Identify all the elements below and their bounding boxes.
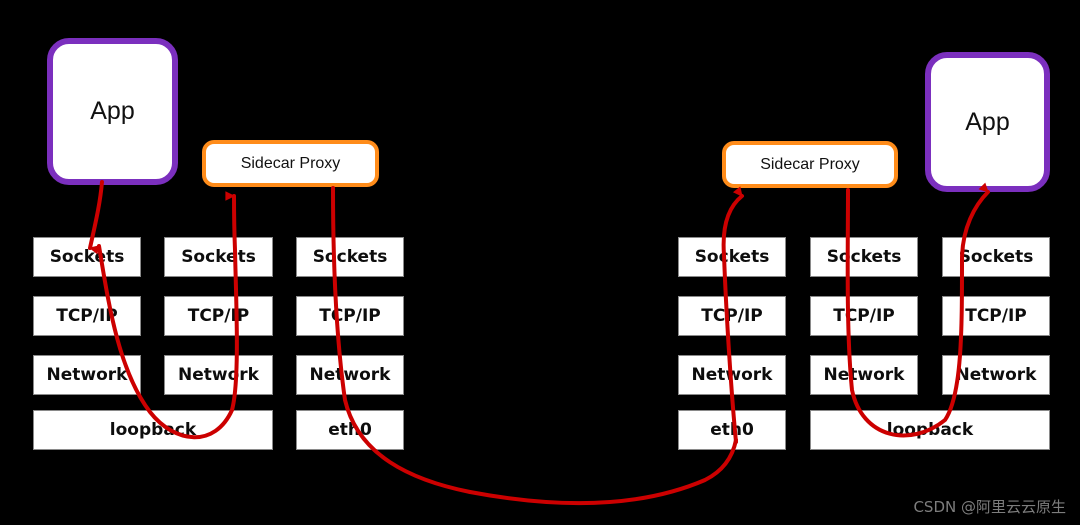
left-stack-2-tcpip: TCP/IP xyxy=(164,296,273,336)
right-stack-6-network: Network xyxy=(942,355,1050,395)
layer-label: TCP/IP xyxy=(187,306,250,326)
left-stack-3-sockets: Sockets xyxy=(296,237,404,277)
layer-label: Sockets xyxy=(958,247,1034,267)
left-stack-1-network: Network xyxy=(33,355,141,395)
right-stack-4-tcpip: TCP/IP xyxy=(678,296,786,336)
layer-label: Sockets xyxy=(49,247,125,267)
watermark-text: CSDN @阿里云云原生 xyxy=(913,498,1066,516)
left-stack-3-tcpip: TCP/IP xyxy=(296,296,404,336)
left-stack-2-network: Network xyxy=(164,355,273,395)
layer-label: Network xyxy=(46,365,128,385)
right-app-label: App xyxy=(965,107,1010,136)
left-stack-1-sockets: Sockets xyxy=(33,237,141,277)
right-stack-6-sockets: Sockets xyxy=(942,237,1050,277)
right-stack-4-sockets: Sockets xyxy=(678,237,786,277)
interface-label: eth0 xyxy=(328,420,372,440)
interface-label: loopback xyxy=(886,420,974,440)
right-sidecar-proxy-node[interactable]: Sidecar Proxy xyxy=(722,141,898,188)
layer-label: Network xyxy=(309,365,391,385)
layer-label: TCP/IP xyxy=(701,306,763,326)
left-eth0-interface: eth0 xyxy=(296,410,404,450)
layer-label: Network xyxy=(955,365,1037,385)
layer-label: TCP/IP xyxy=(319,306,381,326)
right-sidecar-proxy-label: Sidecar Proxy xyxy=(760,155,860,173)
layer-label: Sockets xyxy=(694,247,770,267)
layer-label: TCP/IP xyxy=(56,306,118,326)
layer-label: TCP/IP xyxy=(965,306,1027,326)
left-sidecar-proxy-node[interactable]: Sidecar Proxy xyxy=(202,140,379,187)
layer-label: Sockets xyxy=(181,247,256,267)
right-stack-6-tcpip: TCP/IP xyxy=(942,296,1050,336)
left-stack-1-tcpip: TCP/IP xyxy=(33,296,141,336)
layer-label: TCP/IP xyxy=(833,306,895,326)
right-stack-5-network: Network xyxy=(810,355,918,395)
layer-label: Network xyxy=(178,365,259,385)
left-sidecar-proxy-label: Sidecar Proxy xyxy=(240,154,341,172)
right-eth0-interface: eth0 xyxy=(678,410,786,450)
layer-label: Network xyxy=(823,365,905,385)
right-stack-4-network: Network xyxy=(678,355,786,395)
interface-label: loopback xyxy=(109,420,197,440)
left-app-label: App xyxy=(90,97,135,125)
left-loopback-interface: loopback xyxy=(33,410,273,450)
layer-label: Sockets xyxy=(826,247,902,267)
right-loopback-interface: loopback xyxy=(810,410,1050,450)
left-stack-3-network: Network xyxy=(296,355,404,395)
layer-label: Sockets xyxy=(312,247,388,267)
right-stack-5-sockets: Sockets xyxy=(810,237,918,277)
right-stack-5-tcpip: TCP/IP xyxy=(810,296,918,336)
interface-label: eth0 xyxy=(710,420,754,440)
left-stack-2-sockets: Sockets xyxy=(164,237,273,277)
left-app-node[interactable]: App xyxy=(47,38,178,185)
right-app-node[interactable]: App xyxy=(925,52,1050,192)
layer-label: Network xyxy=(691,365,773,385)
